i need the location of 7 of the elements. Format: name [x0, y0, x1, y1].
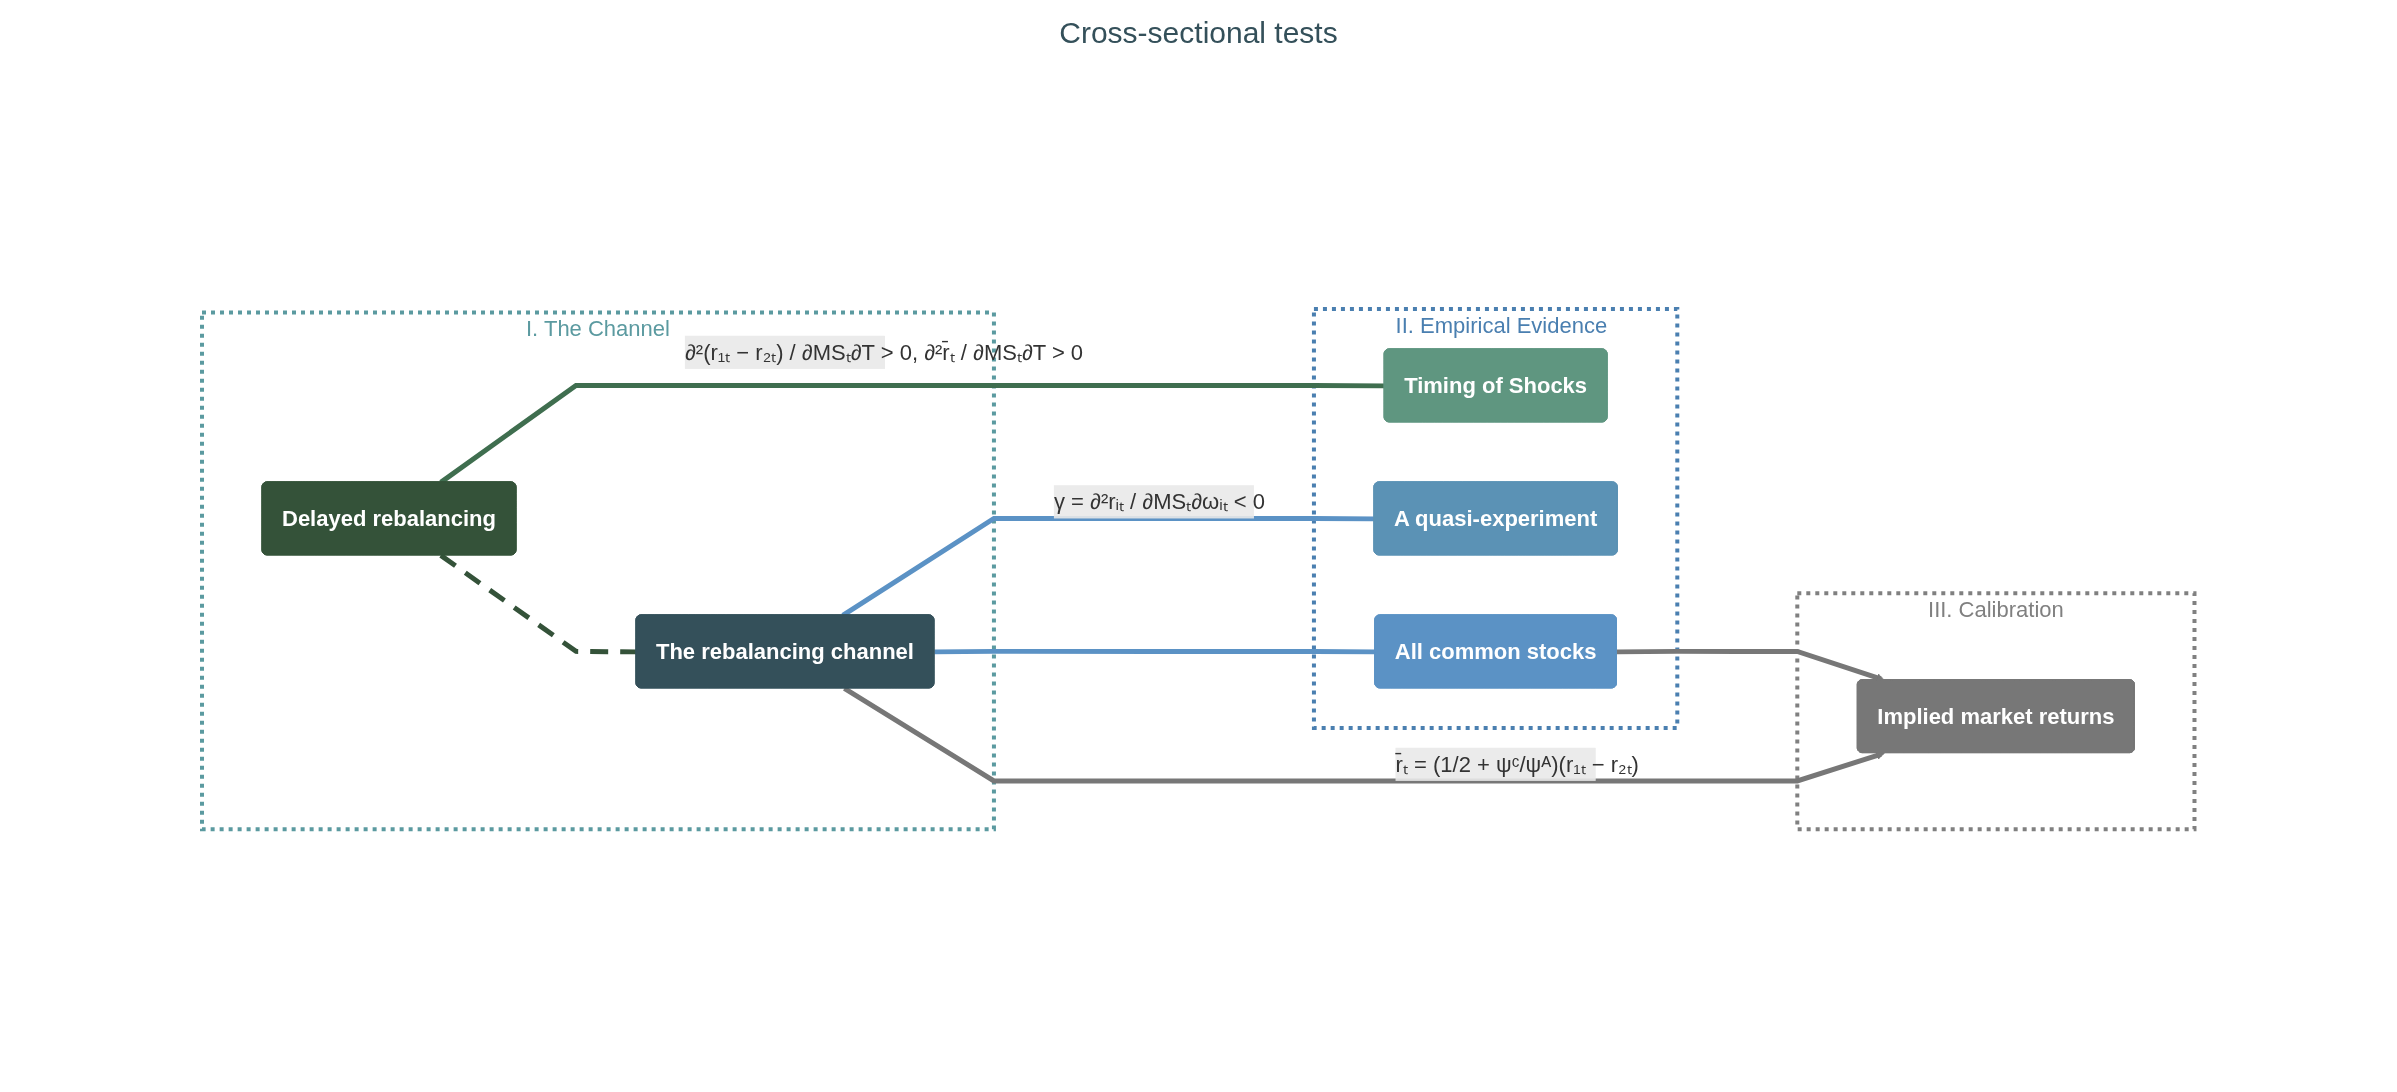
note-text: Cross-sectional tests — [1059, 16, 1338, 49]
edge-label: ∂²(r₁ₜ − r₂ₜ) / ∂MSₜ∂T > 0, ∂²r̄ₜ / ∂MSₜ∂T > 0 — [685, 339, 1084, 365]
edge-label: γ = ∂²rᵢₜ / ∂MSₜ∂ωᵢₜ < 0 — [1054, 489, 1266, 515]
arrow — [843, 686, 1886, 784]
connector — [439, 553, 637, 655]
edge-label: r̄ₜ = (1/2 + ψᶜ/ψᴬ)(r₁ₜ − r₂ₜ) — [1395, 751, 1640, 777]
connector — [934, 648, 1376, 655]
